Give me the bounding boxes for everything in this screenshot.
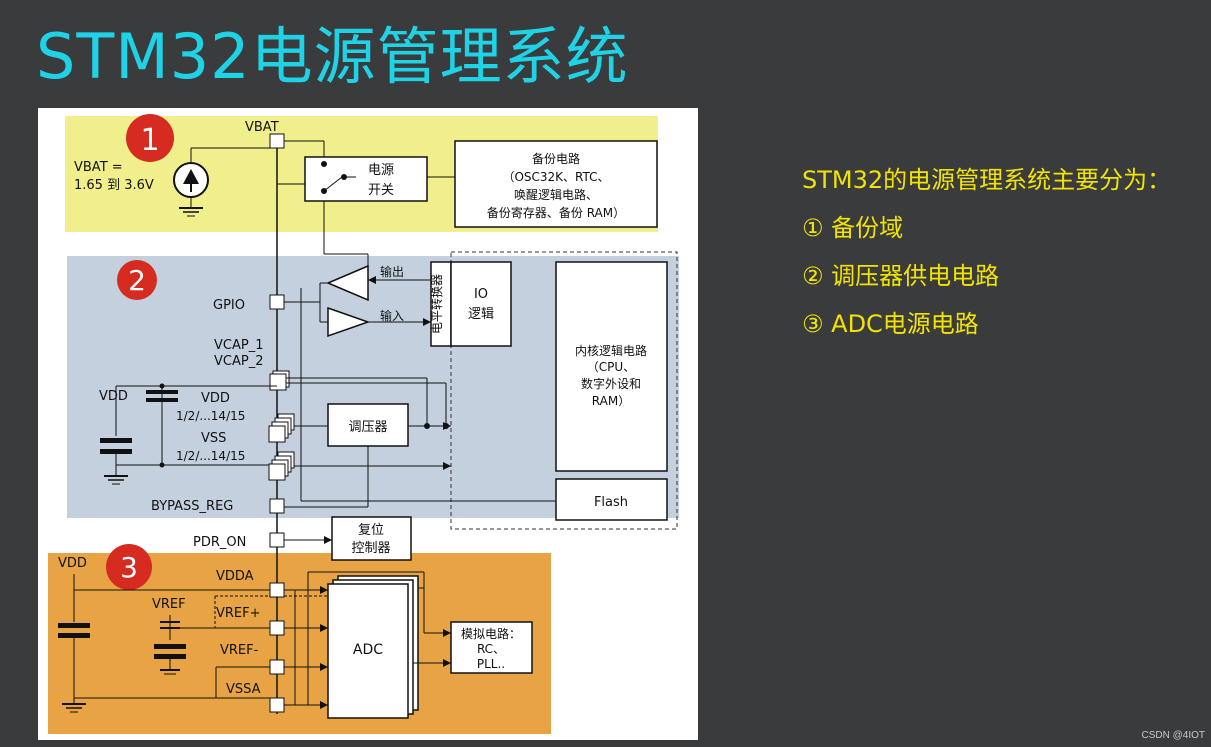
pin-vdd-stack (268, 413, 295, 443)
svg-text:Flash: Flash (594, 495, 628, 510)
svg-text:1: 1 (140, 123, 159, 158)
svg-text:2: 2 (128, 264, 146, 297)
pin-vss-range: 1/2/...14/15 (176, 449, 245, 463)
level-shifter-block: 电平转换器 (429, 261, 452, 347)
pin-vss-label: VSS (201, 431, 226, 446)
output-buffer: 输出 (320, 264, 431, 302)
pin-vref-minus (269, 659, 285, 675)
vbat-value-line1: VBAT = (74, 160, 123, 175)
svg-text:模拟电路：: 模拟电路： (461, 626, 521, 641)
regulator-block: 调压器 (327, 403, 409, 447)
input-buffer: 输入 (320, 306, 431, 338)
summary-item-regulator: ② 调压器供电电路 (802, 262, 1000, 290)
pin-vdd-label: VDD (201, 391, 230, 406)
svg-text:备份寄存器、备份 RAM）: 备份寄存器、备份 RAM） (487, 205, 625, 220)
pin-vssa-label: VSSA (226, 682, 261, 697)
pin-vdda-label: VDDA (216, 569, 254, 584)
pin-vref-plus (269, 620, 285, 636)
svg-text:逻辑: 逻辑 (468, 307, 494, 322)
io-logic-block: IO 逻辑 (450, 261, 512, 347)
zone-core-dashed (450, 251, 678, 530)
pin-pdr-on-label: PDR_ON (193, 535, 246, 550)
pin-vdd-range: 1/2/...14/15 (176, 409, 245, 423)
vdd-decoupling-capacitors (100, 383, 277, 485)
summary-list: STM32的电源管理系统主要分为： ① 备份域 ② 调压器供电电路 ③ ADC电… (802, 156, 1171, 348)
pin-vref-plus-label: VREF+ (216, 606, 261, 621)
svg-text:内核逻辑电路: 内核逻辑电路 (575, 343, 647, 358)
pin-bypass-reg-label: BYPASS_REG (151, 499, 233, 514)
svg-text:控制器: 控制器 (351, 541, 390, 556)
svg-text:IO: IO (474, 287, 488, 302)
core-logic-block: 内核逻辑电路 （CPU、 数字外设和 RAM） (555, 261, 668, 472)
svg-text:输出: 输出 (380, 264, 404, 279)
power-switch-block: 电源 开关 (304, 156, 428, 202)
pin-vcap2-label: VCAP_2 (214, 354, 263, 369)
pin-vssa (269, 697, 285, 713)
pin-pdr-on (269, 532, 285, 548)
analog-circuit-block: 模拟电路： RC、 PLL.. (450, 621, 533, 674)
svg-text:电源: 电源 (368, 163, 394, 178)
svg-text:备份电路: 备份电路 (532, 151, 580, 166)
marker-2: 2 (117, 260, 157, 300)
vbat-source-icon (173, 147, 270, 217)
summary-intro: STM32的电源管理系统主要分为： (802, 166, 1172, 194)
svg-text:开关: 开关 (368, 183, 394, 198)
svg-text:唤醒逻辑电路、: 唤醒逻辑电路、 (514, 187, 598, 202)
svg-text:ADC: ADC (353, 642, 383, 658)
watermark: CSDN @4IOT (1141, 730, 1206, 741)
vref-source-label: VREF (152, 597, 186, 612)
vdd-adc-source-label: VDD (58, 556, 87, 571)
svg-text:3: 3 (120, 551, 138, 584)
vdda-capacitor (58, 574, 90, 713)
reset-controller-block: 复位 控制器 (331, 516, 412, 561)
pin-vbat (269, 133, 285, 149)
svg-text:RC、: RC、 (477, 642, 505, 656)
summary-item-backup-domain: ① 备份域 (802, 214, 904, 242)
pin-gpio-label: GPIO (213, 298, 245, 313)
svg-text:RAM）: RAM） (592, 394, 630, 408)
pin-vref-minus-label: VREF- (220, 643, 259, 658)
pin-vdda (269, 582, 285, 598)
slide-title: STM32电源管理系统 (36, 20, 629, 93)
vbat-value-line2: 1.65 到 3.6V (74, 178, 154, 193)
vdd-source-label: VDD (99, 389, 128, 404)
marker-3: 3 (106, 544, 152, 590)
summary-item-adc: ③ ADC电源电路 (802, 310, 979, 338)
svg-text:输入: 输入 (380, 308, 404, 323)
svg-text:（CPU、: （CPU、 (587, 360, 635, 374)
flash-block: Flash (555, 478, 668, 521)
svg-text:电平转换器: 电平转换器 (429, 274, 444, 334)
pin-bypass-reg (269, 498, 285, 514)
pin-vss-stack (268, 451, 295, 481)
power-diagram-svg: 1 2 3 VBAT VBAT = 1.65 到 3.6V 电源 开关 (48, 114, 679, 734)
svg-text:PLL..: PLL.. (477, 657, 505, 671)
vref-capacitor (154, 615, 270, 675)
svg-text:数字外设和: 数字外设和 (581, 376, 641, 391)
svg-text:调压器: 调压器 (348, 420, 387, 435)
svg-text:复位: 复位 (358, 523, 384, 538)
pin-vcap1-label: VCAP_1 (214, 338, 263, 353)
pin-vbat-label: VBAT (245, 120, 279, 135)
adc-block: ADC (327, 575, 419, 719)
backup-circuit-block: 备份电路 （OSC32K、RTC、 唤醒逻辑电路、 备份寄存器、备份 RAM） (454, 140, 658, 228)
pin-gpio (269, 294, 285, 310)
marker-1: 1 (126, 114, 174, 162)
power-diagram: 1 2 3 VBAT VBAT = 1.65 到 3.6V 电源 开关 (38, 108, 698, 740)
svg-text:（OSC32K、RTC、: （OSC32K、RTC、 (502, 170, 609, 184)
